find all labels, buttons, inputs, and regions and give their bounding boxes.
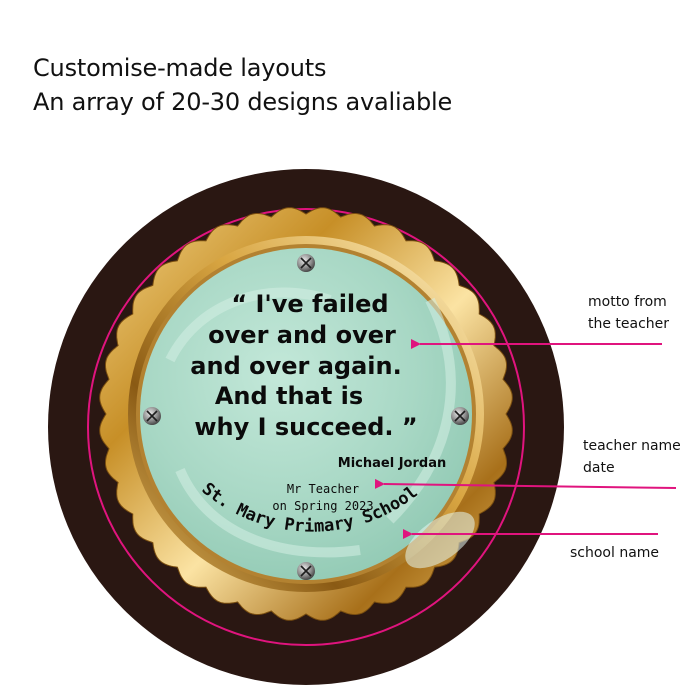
screw-icon (297, 254, 315, 272)
callout-motto-line2: the teacher (588, 316, 670, 332)
quote-line: why I succeed. ” (194, 413, 417, 441)
screw-icon (451, 407, 469, 425)
quote-line: and over again. (190, 352, 401, 380)
header-subtitle: An array of 20-30 designs avaliable (33, 88, 453, 116)
quote-author: Michael Jordan (338, 456, 446, 471)
callout-school: school name (570, 545, 660, 561)
screw-icon (143, 407, 161, 425)
header-title: Customise-made layouts (33, 54, 327, 82)
quote-line: over and over (208, 321, 396, 349)
arrow-icon (374, 478, 677, 489)
award-date: on Spring 2023 (272, 499, 373, 513)
screw-icon (297, 562, 315, 580)
callout-teacher-line2: date (583, 460, 615, 476)
face-glare (405, 511, 475, 569)
guide-circle (87, 208, 525, 646)
face-swirl (165, 287, 456, 558)
callout-motto-line1: motto from (588, 294, 667, 310)
callout-motto: motto from the teacher (588, 291, 669, 335)
plaque-face (140, 248, 472, 580)
quote-line: “ I've failed (231, 290, 388, 318)
quote-line: And that is (215, 382, 363, 410)
callout-teacher-line1: teacher name (583, 438, 681, 454)
callout-teacher: teacher name date (583, 435, 681, 479)
teacher-name: Mr Teacher (287, 482, 359, 496)
